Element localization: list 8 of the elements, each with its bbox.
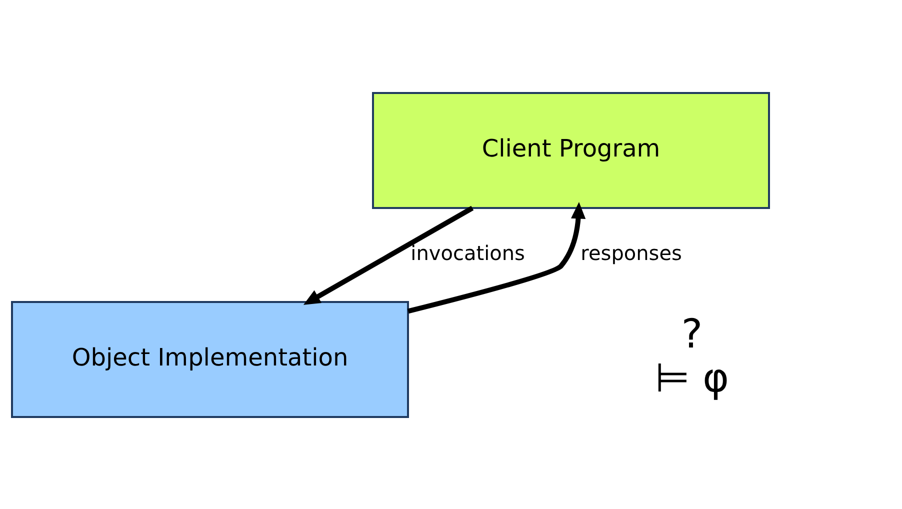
node-box: Object Implementation [11,300,409,418]
arrow [303,205,474,304]
label: ⊨ φ [655,355,729,401]
edge-label: responses [580,240,682,264]
label: ? [681,311,703,357]
node-box: Client Program [372,92,770,208]
edge-label: invocations [410,240,525,264]
arrow [407,201,586,314]
